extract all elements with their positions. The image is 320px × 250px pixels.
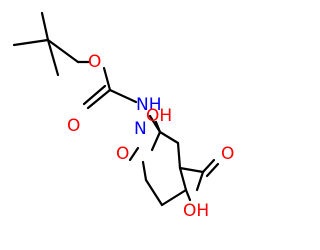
bond (144, 178, 164, 207)
bond (86, 88, 112, 110)
bond (102, 66, 112, 92)
bond (178, 166, 205, 174)
bond (108, 88, 138, 104)
bond (201, 158, 216, 174)
atom-oxygen-carbonyl: O (67, 116, 80, 136)
bond (158, 130, 180, 145)
bond (40, 11, 50, 42)
bond (128, 146, 140, 162)
bond (178, 166, 188, 192)
atom-amine-nh: NH (136, 95, 162, 115)
bond (12, 38, 50, 47)
structure-canvas: O O NH OH N O O OH (12, 11, 234, 221)
atom-hydroxyl-top: OH (146, 106, 172, 126)
atom-hydroxyl-bottom: OH (183, 201, 209, 221)
bond (141, 160, 148, 182)
molecule-structure: O O NH OH N O O OH (12, 11, 234, 221)
atom-nitrogen-ring: N (134, 119, 147, 139)
bond (46, 38, 60, 77)
bond (82, 84, 107, 106)
atom-oxygen-ester: O (88, 52, 101, 72)
bond (176, 141, 182, 170)
bond (154, 120, 162, 134)
bond (150, 130, 162, 152)
atom-oxygen-ring: O (116, 144, 129, 164)
bond (195, 170, 205, 192)
bond (205, 162, 220, 178)
bond (184, 188, 192, 202)
atom-oxygen-acid: O (221, 144, 234, 164)
bond (160, 188, 188, 207)
bond (46, 38, 80, 64)
